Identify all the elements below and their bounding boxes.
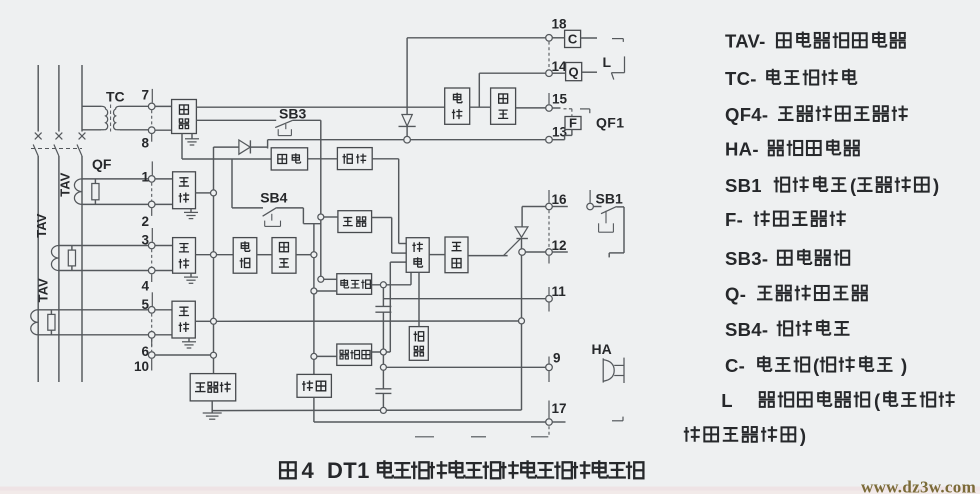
svg-text:SB1: SB1: [725, 175, 762, 196]
svg-text:TAV: TAV: [34, 213, 49, 237]
svg-text:SB3-: SB3-: [725, 248, 768, 269]
svg-text:1: 1: [141, 170, 149, 185]
svg-text:F: F: [569, 115, 577, 130]
svg-text:): ): [800, 425, 806, 446]
svg-text:(: (: [813, 355, 820, 376]
svg-text:C-: C-: [725, 355, 745, 376]
svg-text:HA: HA: [592, 341, 612, 357]
svg-text:SB4-: SB4-: [725, 319, 768, 340]
svg-text:14: 14: [552, 59, 568, 74]
svg-text:SB1: SB1: [596, 191, 623, 207]
svg-text:QF1: QF1: [596, 114, 624, 130]
svg-text:C: C: [568, 31, 578, 46]
svg-text:17: 17: [552, 401, 567, 416]
svg-text:SB3: SB3: [279, 106, 306, 122]
svg-text:): ): [933, 175, 939, 196]
svg-text:SB4: SB4: [260, 189, 287, 205]
svg-text:TAV-: TAV-: [725, 31, 766, 52]
svg-text:3: 3: [141, 233, 149, 248]
svg-text:8: 8: [141, 136, 149, 151]
svg-text:2: 2: [141, 214, 149, 229]
svg-text:F-: F-: [725, 209, 743, 230]
svg-text:L: L: [603, 54, 612, 70]
svg-text:Q-: Q-: [725, 283, 746, 304]
svg-text:DT1: DT1: [327, 458, 370, 483]
svg-text:Q: Q: [569, 65, 579, 80]
svg-text:10: 10: [134, 359, 149, 374]
svg-text:7: 7: [141, 88, 149, 103]
svg-text:(: (: [850, 175, 857, 196]
svg-text:TC-: TC-: [725, 68, 757, 89]
svg-text:TAV: TAV: [58, 172, 73, 196]
svg-text:QF4-: QF4-: [725, 104, 768, 125]
svg-text:HA-: HA-: [725, 138, 759, 159]
svg-text:18: 18: [552, 17, 568, 32]
svg-text:9: 9: [553, 350, 561, 365]
svg-text:6: 6: [141, 344, 149, 359]
svg-text:13: 13: [552, 125, 568, 140]
svg-text:4: 4: [302, 458, 315, 483]
svg-text:): ): [901, 355, 907, 376]
svg-text:(: (: [874, 390, 881, 411]
svg-text:TC: TC: [106, 89, 125, 105]
svg-text:QF: QF: [92, 156, 112, 172]
svg-text:5: 5: [141, 297, 149, 312]
svg-text:TAV: TAV: [36, 278, 51, 302]
svg-text:11: 11: [552, 284, 567, 299]
svg-text:16: 16: [552, 192, 568, 207]
svg-text:15: 15: [552, 92, 568, 107]
svg-text:L: L: [721, 390, 733, 411]
svg-text:4: 4: [141, 279, 149, 294]
svg-text:www.dz3w.com: www.dz3w.com: [861, 478, 976, 494]
svg-text:12: 12: [552, 238, 567, 253]
